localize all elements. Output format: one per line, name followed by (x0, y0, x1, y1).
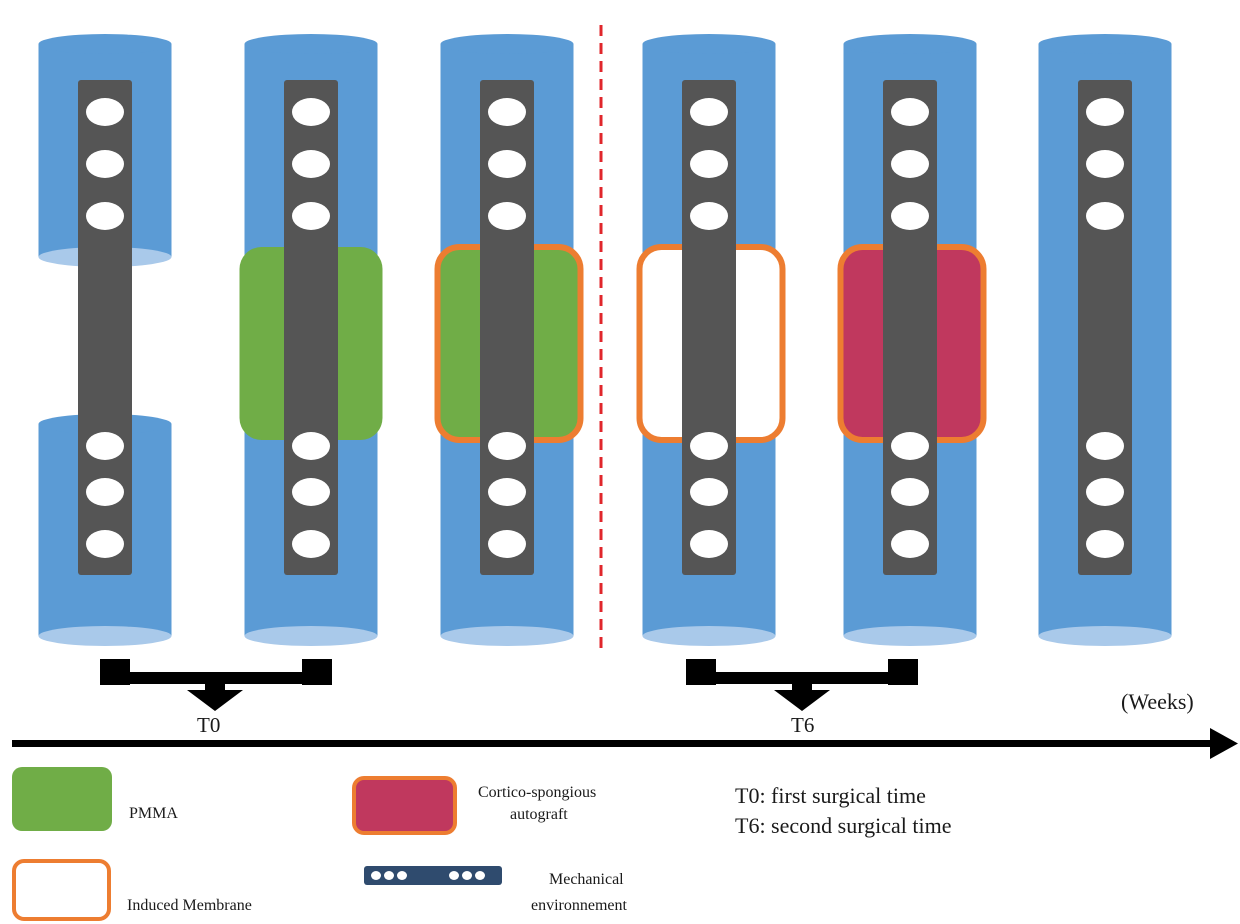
bone-top-cap (440, 34, 574, 54)
screw-hole-6 (86, 530, 124, 558)
bone-top-cap (38, 34, 172, 54)
legend-mechanical-label-line1: Mechanical (549, 871, 624, 888)
stages-layer (38, 34, 1172, 646)
timeline-shaft (12, 740, 1212, 747)
bone-bottom-end (642, 626, 776, 646)
bone-stage-4 (636, 34, 786, 646)
bracket-down-arrow (774, 684, 830, 711)
screw-hole-3 (488, 202, 526, 230)
t0-definition: T0: first surgical time (735, 783, 926, 808)
screw-hole-1 (86, 98, 124, 126)
legend-mechanical-hole-2 (384, 871, 394, 880)
legend-mechanical-hole-1 (371, 871, 381, 880)
weeks-unit-label: (Weeks) (1121, 689, 1194, 714)
legend-mechanical-label-line2: environnement (531, 897, 627, 914)
screw-hole-6 (690, 530, 728, 558)
screw-hole-6 (292, 530, 330, 558)
legend-pmma-label: PMMA (129, 805, 178, 822)
bone-stage-3 (434, 34, 584, 646)
legend-pmma-swatch (12, 767, 112, 831)
screw-hole-3 (86, 202, 124, 230)
legend-mechanical-plate-icon (364, 866, 502, 885)
screw-hole-4 (891, 432, 929, 460)
timeline-arrow (12, 728, 1238, 759)
bone-stage-6 (1038, 34, 1172, 646)
bone-top-cap (244, 34, 378, 54)
screw-hole-4 (292, 432, 330, 460)
screw-hole-1 (690, 98, 728, 126)
screw-hole-5 (488, 478, 526, 506)
screw-hole-5 (292, 478, 330, 506)
t0-bracket-arrow (100, 659, 332, 711)
bone-top-cap (642, 34, 776, 54)
bracket-down-arrow (187, 684, 243, 711)
legend-membrane-label: Induced Membrane (127, 897, 252, 914)
legend-membrane-swatch (12, 859, 111, 921)
screw-hole-3 (891, 202, 929, 230)
screw-hole-4 (488, 432, 526, 460)
screw-hole-2 (292, 150, 330, 178)
legend-autograft-swatch (352, 776, 457, 835)
screw-hole-5 (1086, 478, 1124, 506)
bone-bottom-end (440, 626, 574, 646)
t6-label: T6 (791, 713, 815, 737)
legend-mechanical-hole-3 (397, 871, 407, 880)
screw-hole-2 (1086, 150, 1124, 178)
bone-bottom-end (244, 626, 378, 646)
screw-hole-5 (86, 478, 124, 506)
legend-autograft-label-line1: Cortico-spongious (478, 784, 597, 801)
bone-stage-1 (38, 34, 172, 646)
bone-stage-5 (837, 34, 987, 646)
bone-top-cap (843, 34, 977, 54)
screw-hole-6 (891, 530, 929, 558)
bracket-bar (100, 672, 332, 684)
timeline-arrowhead (1210, 728, 1238, 759)
screw-hole-6 (488, 530, 526, 558)
screw-hole-1 (891, 98, 929, 126)
t0-label: T0 (197, 713, 221, 737)
screw-hole-2 (891, 150, 929, 178)
bone-top-cap (1038, 34, 1172, 54)
screw-hole-1 (292, 98, 330, 126)
t6-definition: T6: second surgical time (735, 813, 952, 838)
screw-hole-3 (690, 202, 728, 230)
bracket-bar (686, 672, 918, 684)
screw-hole-4 (1086, 432, 1124, 460)
legend-mechanical-hole-4 (449, 871, 459, 880)
screw-hole-5 (690, 478, 728, 506)
screw-hole-2 (86, 150, 124, 178)
screw-hole-3 (1086, 202, 1124, 230)
screw-hole-5 (891, 478, 929, 506)
screw-hole-4 (690, 432, 728, 460)
bone-bottom-end (843, 626, 977, 646)
screw-hole-3 (292, 202, 330, 230)
screw-hole-6 (1086, 530, 1124, 558)
legend-mechanical-hole-5 (462, 871, 472, 880)
legend-swatches (12, 767, 502, 921)
bone-bottom-end (1038, 626, 1172, 646)
legend-mechanical-hole-6 (475, 871, 485, 880)
screw-hole-2 (690, 150, 728, 178)
screw-hole-2 (488, 150, 526, 178)
t6-bracket-arrow (686, 659, 918, 711)
bone-bottom-end (38, 626, 172, 646)
screw-hole-1 (488, 98, 526, 126)
screw-hole-1 (1086, 98, 1124, 126)
bone-stage-2 (239, 34, 383, 646)
legend-autograft-label-line2: autograft (510, 806, 568, 823)
screw-hole-4 (86, 432, 124, 460)
